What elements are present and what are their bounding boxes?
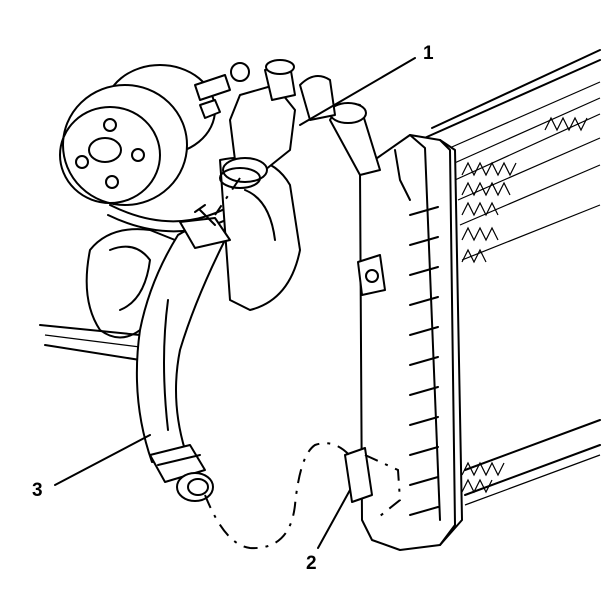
callout-2: 2 xyxy=(306,553,317,574)
leader-line-3 xyxy=(54,434,151,486)
upper-radiator-hose xyxy=(135,177,241,502)
engine-pulleys xyxy=(59,62,250,233)
leader-line-2 xyxy=(317,489,351,549)
radiator-tank xyxy=(329,102,463,551)
lower-hose-routing xyxy=(204,442,353,550)
callout-1: 1 xyxy=(423,43,434,64)
callout-3: 3 xyxy=(32,480,43,501)
leader-line-1 xyxy=(299,57,416,126)
leader-lines xyxy=(54,57,416,549)
radiator-core xyxy=(419,49,601,506)
